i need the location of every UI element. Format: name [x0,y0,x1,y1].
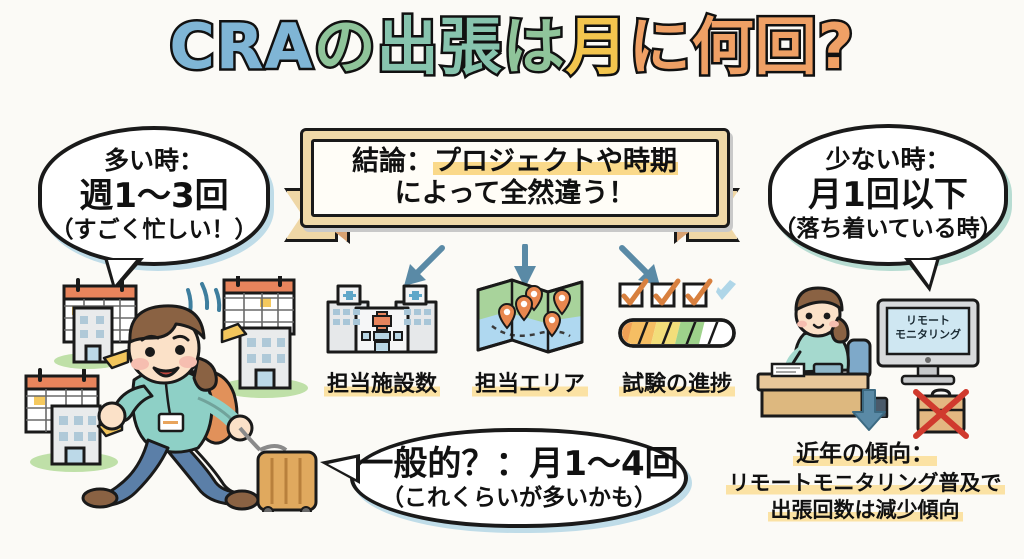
title-part-cra: CRA [167,10,315,83]
speech-bubble-typical: 一般的？：月1〜4回 （これくらいが多いかも） [320,428,688,528]
factor-hospital-label: 担当施設数 [322,366,442,398]
monitor-caption-line2: モニタリング [895,327,961,341]
monitor-caption-line1: リモート [906,314,950,327]
bubble-quiet-line3: （落ち着いている時） [773,215,1003,242]
bubble-quiet-line1: 少ない時： [825,145,951,175]
page-title: CRAの出張は月に何回? [0,13,1024,80]
banner-text-area: 結論：プロジェクトや時期 によって全然違う！ [311,139,719,217]
no-business-trip-icon [913,388,969,439]
speech-bubble-quiet: 少ない時： 月1回以下 （落ち着いている時） [768,124,1008,292]
map-icon [476,278,584,354]
bubble-busy-line1: 多い時： [103,146,204,176]
factor-hospital: 担当施設数 [322,276,442,398]
cra-character [81,304,318,512]
banner-line1-plain: 結論： [352,146,433,178]
bubble-quiet-tail [904,258,940,292]
bubble-busy-line3: （すごく忙しい！） [50,216,258,243]
bubble-quiet-line2: 月1回以下 [808,175,968,216]
monitor-caption: リモート モニタリング [887,314,969,342]
progress-icon [618,278,736,348]
recent-trend-note: 近年の傾向： リモートモニタリング普及で 出張回数は減少傾向 [712,440,1018,524]
note-line2: リモートモニタリング普及で [712,470,1018,497]
title-part-ha: は [500,10,567,83]
bubble-typical-line1: 一般的？：月1〜4回 [359,443,679,484]
title-part-shutcho: 出張 [374,10,504,83]
note-line3: 出張回数は減少傾向 [712,497,1018,524]
arrow-to-map [514,244,536,288]
factor-progress-label: 試験の進捗 [612,366,742,398]
banner-line1: 結論：プロジェクトや時期 [352,146,678,178]
conclusion-banner: 結論：プロジェクトや時期 によって全然違う！ [284,128,724,244]
arrow-to-hospital [404,245,445,286]
factor-area-label: 担当エリア [472,366,589,398]
note-line1: 近年の傾向： [712,440,1018,470]
down-trend-arrow [852,389,886,431]
illustration-remote-desk [756,286,889,418]
speech-bubble-busy: 多い時： 週1〜3回 （すごく忙しい！） [38,126,270,292]
illustration-running-cra [24,276,318,512]
title-part-nankai: 何回? [689,10,856,83]
bubble-typical-line2: （これくらいが多いかも） [381,484,657,511]
hospital-icon [326,284,438,354]
banner-line1-highlight: プロジェクトや時期 [433,146,678,178]
monitor-icon [876,298,980,386]
title-part-no: の [311,10,378,83]
factor-area: 担当エリア [472,276,589,398]
banner-line2: によって全然違う！ [394,178,636,209]
title-part-ni: に [626,10,693,83]
banner-plate: 結論：プロジェクトや時期 によって全然違う！ [300,128,730,228]
bubble-busy-line2: 週1〜3回 [79,176,229,217]
bubble-typical-tail [320,454,360,484]
factor-progress: 試験の進捗 [612,276,742,398]
title-part-tsuki: 月 [563,10,630,83]
